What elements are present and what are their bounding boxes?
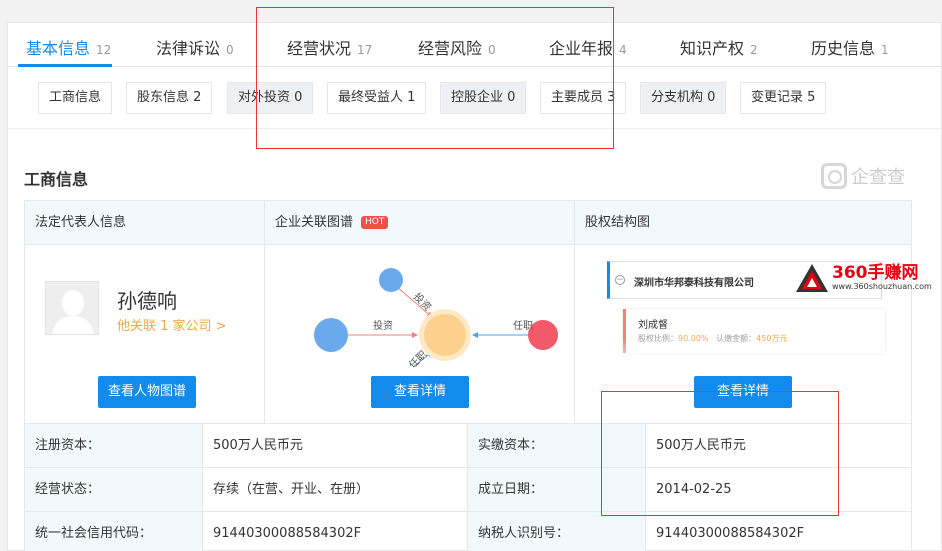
main-tabs: 基本信息 12 法律诉讼 0 经营状况 17 经营风险 0 企业年报 4 知识产权 2 历史… xyxy=(8,23,941,67)
tab-basic-info[interactable]: 基本信息 12 xyxy=(26,35,111,59)
tab-label: 经营风险 xyxy=(418,39,483,58)
tab-count: 2 xyxy=(750,43,758,57)
tab-count: 4 xyxy=(619,43,627,57)
field-value: 存续（在营、开业、在册） xyxy=(213,482,370,497)
tab-label: 法律诉讼 xyxy=(156,39,221,58)
relation-graph-title: 企业关联图谱 xyxy=(275,215,354,230)
legal-rep-name: 孙德响 xyxy=(117,289,177,313)
field-label: 注册资本： xyxy=(25,424,202,467)
tab-label: 企业年报 xyxy=(549,39,614,58)
subnav-investments[interactable]: 对外投资 0 xyxy=(227,82,314,114)
sub-nav: 工商信息 股东信息 2 对外投资 0 最终受益人 1 控股企业 0 主要成员 3… xyxy=(8,67,941,129)
graph-node xyxy=(528,320,558,350)
tab-count: 0 xyxy=(226,43,234,57)
edge-label: 投资 xyxy=(373,319,393,332)
tab-label: 经营状况 xyxy=(287,39,352,58)
subnav-holding-companies[interactable]: 控股企业 0 xyxy=(440,82,527,114)
subnav-shareholders[interactable]: 股东信息 2 xyxy=(126,82,213,114)
tab-count: 1 xyxy=(881,43,889,57)
view-graph-details-button[interactable]: 查看详情 xyxy=(371,376,469,408)
field-label: 成立日期： xyxy=(468,468,645,511)
subnav-branches[interactable]: 分支机构 0 xyxy=(640,82,727,114)
tab-business-risk[interactable]: 经营风险 0 xyxy=(418,35,496,59)
relation-graph-header: 企业关联图谱 HOT xyxy=(265,201,574,245)
logo-text: 企查查 xyxy=(851,167,905,188)
highlight-box xyxy=(256,7,614,149)
field-value: 91440300088584302F xyxy=(213,526,362,541)
hot-badge: HOT xyxy=(361,216,389,229)
field-label: 纳税人识别号： xyxy=(468,512,645,551)
column-divider xyxy=(574,201,575,423)
tab-count: 17 xyxy=(357,43,373,57)
graph-node xyxy=(314,318,348,352)
field-value: 500万人民币元 xyxy=(656,438,746,453)
field-value: 500万人民币元 xyxy=(213,438,303,453)
field-label: 经营状态： xyxy=(25,468,202,511)
collapse-icon: − xyxy=(615,275,625,285)
watermark-logo-icon xyxy=(796,264,828,292)
shareholder-name: 刘成督 xyxy=(638,320,668,331)
graph-center-node xyxy=(424,314,466,356)
relation-graph-preview[interactable]: 投资 投资 任职 任职 xyxy=(289,257,569,367)
subnav-key-members[interactable]: 主要成员 3 xyxy=(540,82,627,114)
watermark-url: www.360shouzhuan.com xyxy=(832,282,932,291)
field-value: 2014-02-25 xyxy=(656,482,732,497)
subnav-change-records[interactable]: 变更记录 5 xyxy=(740,82,827,114)
tab-business-status[interactable]: 经营状况 17 xyxy=(287,35,372,59)
graph-node xyxy=(379,268,403,292)
related-companies-link[interactable]: 他关联 1 家公司 > xyxy=(117,319,227,334)
edge-label: 投资 xyxy=(411,290,434,313)
site-watermark: 360手赚网 www.360shouzhuan.com xyxy=(795,258,942,298)
watermark-title: 360手赚网 xyxy=(832,263,919,283)
tab-label: 知识产权 xyxy=(680,39,745,58)
subnav-beneficiary[interactable]: 最终受益人 1 xyxy=(327,82,427,114)
view-person-graph-button[interactable]: 查看人物图谱 xyxy=(98,376,196,408)
qichacha-logo: 企查查 xyxy=(821,163,905,189)
active-tab-indicator xyxy=(18,64,112,67)
subnav-business-info[interactable]: 工商信息 xyxy=(38,82,113,114)
legal-rep-header: 法定代表人信息 xyxy=(25,201,264,245)
field-value: 91440300088584302F xyxy=(656,526,805,541)
field-label: 统一社会信用代码： xyxy=(25,512,202,551)
tab-label: 历史信息 xyxy=(811,39,876,58)
tab-label: 基本信息 xyxy=(26,39,91,58)
table-row: 经营状态： 存续（在营、开业、在册） 成立日期： 2014-02-25 xyxy=(25,467,911,511)
table-row: 注册资本： 500万人民币元 实缴资本： 500万人民币元 xyxy=(25,423,911,467)
company-info-card: 基本信息 12 法律诉讼 0 经营状况 17 经营风险 0 企业年报 4 知识产权 2 历史… xyxy=(7,22,942,551)
highlight-box xyxy=(601,391,839,516)
field-label: 实缴资本： xyxy=(468,424,645,467)
section-title: 工商信息 xyxy=(24,170,89,189)
equity-company-name: 深圳市华邦泰科技有限公司 xyxy=(634,278,754,289)
edge-label: 任职 xyxy=(513,319,533,332)
tab-count: 0 xyxy=(488,43,496,57)
equity-structure-preview[interactable]: − 深圳市华邦泰科技有限公司 刘成督 股权比例：90.00% 认缴金额：450万… xyxy=(595,257,890,372)
tab-intellectual-property[interactable]: 知识产权 2 xyxy=(680,35,758,59)
equity-structure-header: 股权结构图 xyxy=(575,201,911,245)
tab-legal-litigation[interactable]: 法律诉讼 0 xyxy=(156,35,234,59)
tab-count: 12 xyxy=(96,43,112,57)
tab-annual-report[interactable]: 企业年报 4 xyxy=(549,35,627,59)
tab-history[interactable]: 历史信息 1 xyxy=(811,35,889,59)
equity-company-node: − 深圳市华邦泰科技有限公司 xyxy=(607,261,882,299)
column-divider xyxy=(264,201,265,423)
table-row: 统一社会信用代码： 91440300088584302F 纳税人识别号： 914… xyxy=(25,511,911,551)
avatar xyxy=(45,281,99,335)
qichacha-logo-icon xyxy=(821,163,847,189)
